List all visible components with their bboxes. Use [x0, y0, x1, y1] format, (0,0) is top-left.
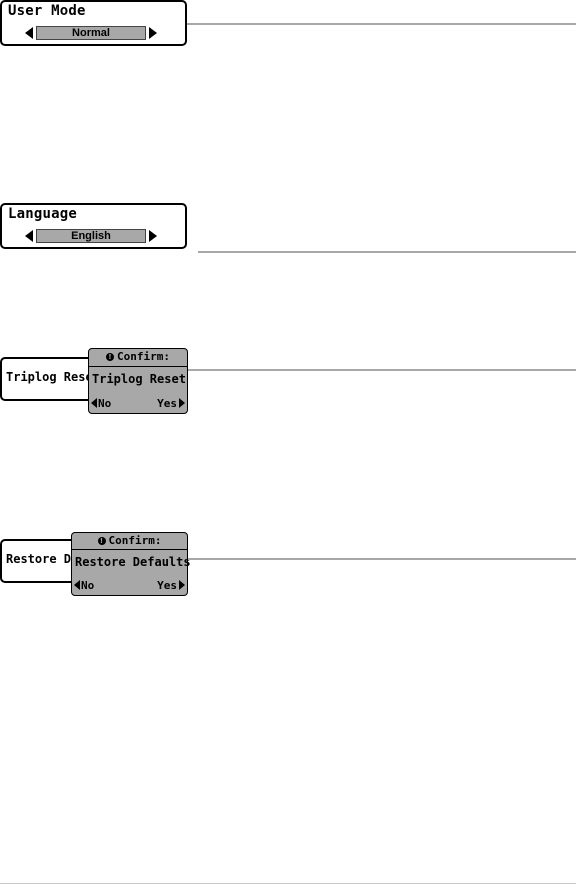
confirm-yes-option[interactable]: Yes: [157, 579, 185, 592]
confirm-divider: [72, 549, 187, 550]
triplog-reset-menu[interactable]: Triplog Rese: [0, 357, 95, 401]
confirm-no-label: No: [81, 578, 95, 592]
user-mode-menu[interactable]: User Mode Normal: [0, 0, 187, 46]
confirm-yes-label: Yes: [157, 578, 177, 592]
arrow-left-icon[interactable]: [25, 230, 33, 242]
language-value: English: [36, 229, 146, 243]
confirm-action-text: Restore Defaults: [75, 555, 191, 569]
language-leader-line: [198, 251, 576, 253]
user-mode-value: Normal: [36, 26, 146, 40]
arrow-left-icon: [74, 580, 80, 590]
arrow-right-icon: [179, 398, 185, 408]
restore-defaults-label: Restore De: [6, 552, 78, 566]
arrow-right-icon[interactable]: [149, 230, 157, 242]
page-bottom-rule: [0, 883, 576, 884]
user-mode-selector[interactable]: Normal: [25, 25, 157, 41]
language-selector[interactable]: English: [25, 228, 157, 244]
arrow-left-icon[interactable]: [25, 27, 33, 39]
restore-defaults-confirm-dialog: !Confirm: Restore Defaults No Yes: [71, 532, 191, 596]
restore-defaults-leader-line: [188, 558, 576, 560]
confirm-yes-label: Yes: [157, 396, 177, 410]
confirm-divider: [89, 366, 187, 367]
confirm-no-label: No: [98, 396, 112, 410]
arrow-left-icon: [91, 398, 97, 408]
language-title: Language: [8, 206, 78, 222]
confirm-header-text: Confirm:: [117, 350, 170, 363]
triplog-reset-label: Triplog Rese: [6, 370, 93, 384]
triplog-reset-confirm-dialog: !Confirm: Triplog Reset No Yes: [88, 348, 188, 414]
user-mode-leader-line: [187, 23, 576, 25]
confirm-options: No Yes: [91, 396, 185, 410]
arrow-right-icon[interactable]: [149, 27, 157, 39]
language-menu[interactable]: Language English: [0, 203, 187, 249]
confirm-header: !Confirm:: [89, 350, 187, 363]
confirm-no-option[interactable]: No: [91, 397, 111, 410]
user-mode-title: User Mode: [8, 3, 86, 19]
confirm-header: !Confirm:: [72, 534, 187, 547]
warning-icon: !: [97, 537, 106, 545]
confirm-no-option[interactable]: No: [74, 579, 94, 592]
confirm-header-text: Confirm:: [108, 534, 162, 547]
arrow-right-icon: [179, 580, 185, 590]
restore-defaults-menu[interactable]: Restore De: [0, 539, 78, 583]
confirm-options: No Yes: [74, 578, 185, 592]
confirm-yes-option[interactable]: Yes: [157, 397, 185, 410]
triplog-reset-leader-line: [188, 369, 576, 371]
confirm-action-text: Triplog Reset: [92, 372, 186, 386]
warning-icon: !: [106, 353, 114, 361]
